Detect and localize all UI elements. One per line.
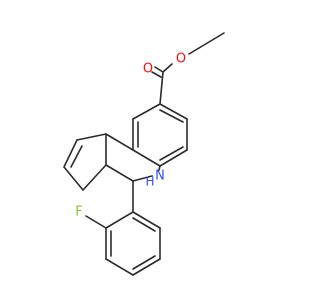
bond-c3-c3a bbox=[82, 164, 107, 191]
bond-n-c5a bbox=[158, 165, 161, 171]
bond-ar6-ar1 bbox=[132, 211, 161, 229]
benzo-ring bbox=[132, 103, 188, 167]
bond-ar4-ar5-inner bbox=[132, 255, 156, 270]
atom-o-ester: O bbox=[176, 52, 186, 67]
molecule-canvas: O O N H F bbox=[63, 32, 225, 276]
bond-c9a-c9b bbox=[105, 133, 134, 151]
fluorophenyl-ring bbox=[85, 180, 161, 276]
bond-c9b-c1 bbox=[76, 133, 107, 141]
structure-drawing: O O N H F bbox=[63, 32, 225, 276]
bond-c4-n bbox=[132, 175, 153, 182]
ester-group bbox=[151, 63, 173, 105]
bond-carbonyl-double-2 bbox=[151, 71, 162, 78]
bond-c2-c3 bbox=[63, 166, 84, 191]
bond-carbonyl-double-1 bbox=[154, 66, 164, 73]
bond-c9a-c5a bbox=[132, 149, 161, 167]
bond-ar1-ar2 bbox=[105, 211, 134, 229]
bond-c3a-c4 bbox=[105, 164, 134, 182]
ethyl-group bbox=[188, 32, 225, 55]
bond-c5a-c6 bbox=[159, 149, 188, 167]
bond-c1-c2 bbox=[63, 139, 78, 168]
bond-c7-c8-inner bbox=[159, 109, 184, 123]
bond-ar4-ar5 bbox=[132, 258, 161, 276]
atom-f-fluoro: F bbox=[75, 205, 82, 220]
bond-c5a-c6-inner bbox=[159, 146, 184, 161]
tetrahydroquinoline-ring bbox=[105, 133, 161, 182]
bond-o-carbonyl-carbon bbox=[162, 63, 173, 73]
atom-n-amine: N bbox=[155, 169, 165, 184]
atom-h-amine: H bbox=[145, 175, 154, 189]
bond-carbonyl-to-ring bbox=[159, 71, 164, 105]
atom-o-carbonyl: O bbox=[143, 62, 153, 77]
cyclopentene-ring bbox=[63, 133, 107, 191]
bond-c8-c9 bbox=[132, 103, 161, 120]
bond-ar6-ar1-inner bbox=[132, 217, 156, 232]
bond-ar2-f bbox=[85, 215, 107, 229]
bond-ethyl-terminal bbox=[198, 32, 225, 49]
bond-c1-c2-inner bbox=[70, 145, 83, 168]
atom-labels: O O N H F bbox=[75, 52, 186, 220]
bond-ar3-ar4 bbox=[105, 258, 134, 276]
bond-c7-c8 bbox=[159, 103, 188, 120]
bond-ethyl-o bbox=[188, 47, 200, 55]
